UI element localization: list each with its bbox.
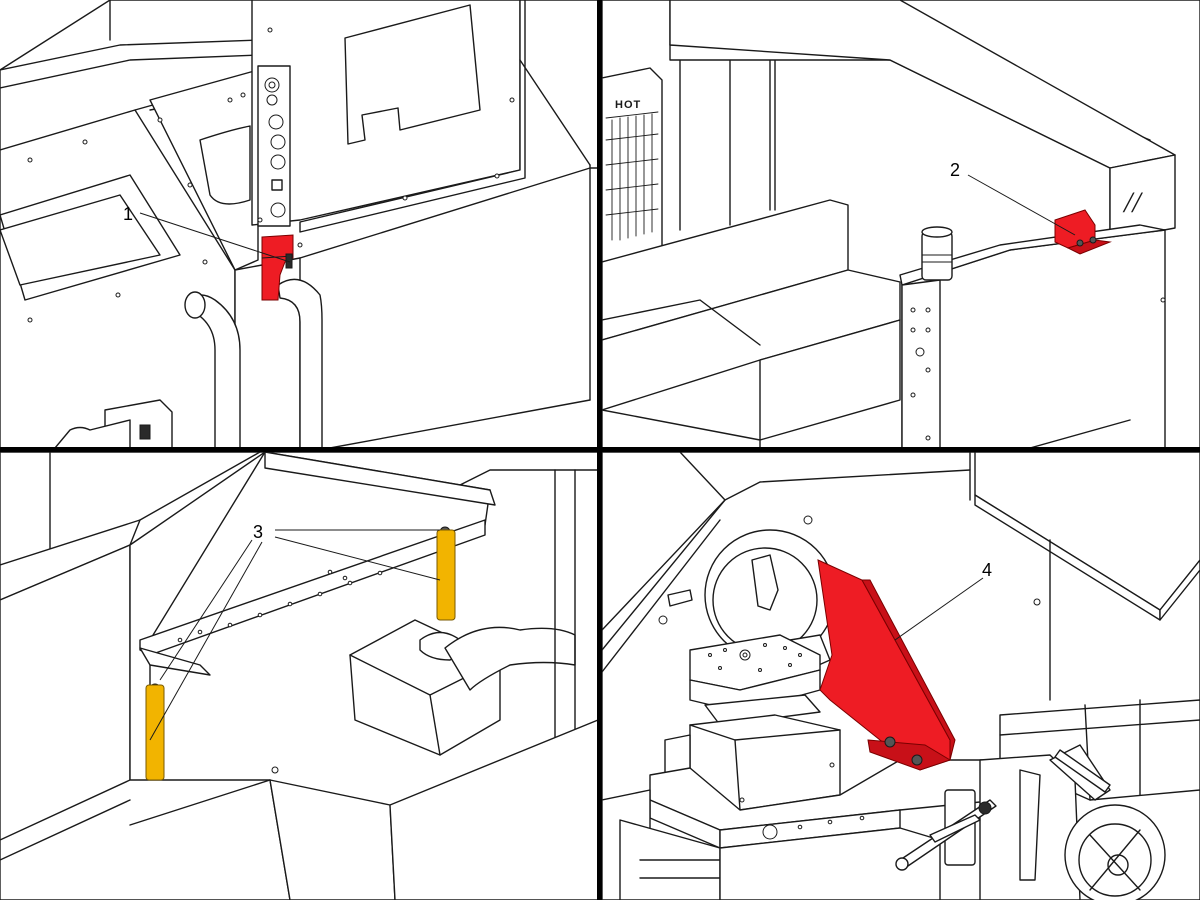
callout-2: 2 [950,160,960,180]
callout-3: 3 [253,522,263,542]
rail-holes [177,569,383,643]
highlight-bracket-1 [261,234,294,301]
heat-sink-fins [605,111,659,241]
coolant-pipe-right [277,278,323,448]
horizontal-divider [0,447,1200,452]
beam-end-cap [1109,154,1176,241]
cabinet-bracket [344,4,481,145]
callout-1: 1 [123,204,133,224]
hot-label: HOT [615,99,641,111]
leader-line-2 [967,174,1076,236]
haas-logo-icon: // [1122,186,1143,219]
leader-line-4 [894,577,984,641]
beacon-light [921,231,953,281]
lockout-tag-lower [145,683,165,781]
leader-line-3c [159,539,253,681]
heat-sink [602,67,663,263]
lockout-tag-upper [436,526,456,621]
panel-4: 4 [602,452,1200,900]
leader-line-3b [274,536,441,581]
callout-4: 4 [982,560,992,580]
plate-holes [708,643,802,672]
panel-2: HOT // [602,0,1200,448]
coolant-pipe-left [189,294,241,448]
rivets [27,27,515,323]
panel-1: 1 [0,0,598,448]
chuck-jaw [751,554,779,611]
panel-3: 3 [0,452,598,900]
leader-line-3d [149,541,263,741]
leader-line-1 [139,212,291,263]
